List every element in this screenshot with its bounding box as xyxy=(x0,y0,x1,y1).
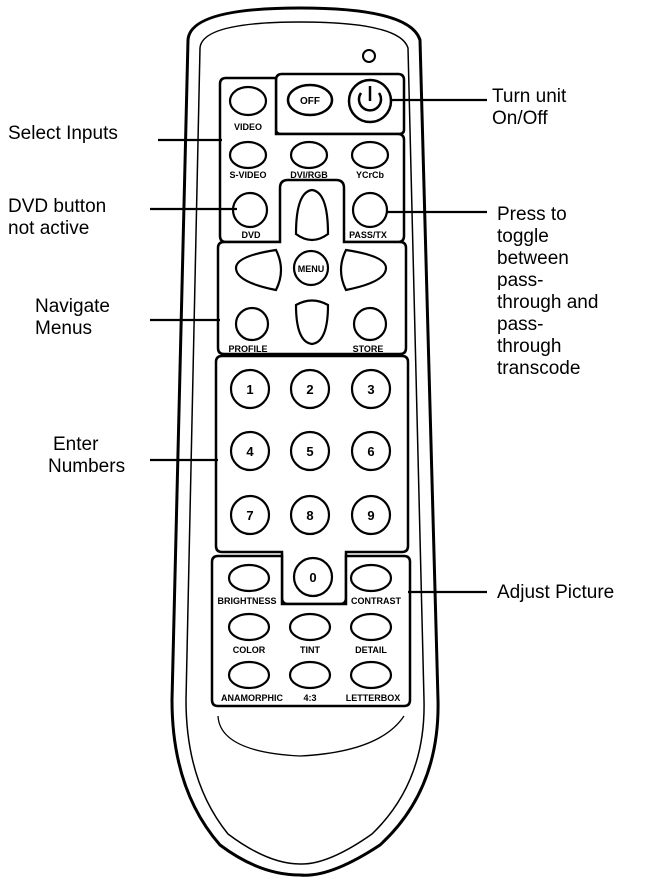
remote-lower-panel xyxy=(217,715,405,757)
power-icon xyxy=(357,86,383,112)
svideo-label: S-VIDEO xyxy=(229,170,266,180)
callout-line: Enter xyxy=(53,434,99,455)
number-label: 2 xyxy=(306,382,313,397)
tint-button[interactable]: TINT xyxy=(288,612,332,655)
callout-navigate: Navigate Menus xyxy=(35,296,110,340)
nav-right-button[interactable] xyxy=(339,248,388,292)
detail-button[interactable]: DETAIL xyxy=(349,612,393,655)
callout-line: pass- xyxy=(497,270,544,291)
power-button[interactable] xyxy=(347,78,393,124)
pass-tx-button[interactable]: PASS/TX xyxy=(349,191,389,240)
pass-tx-label: PASS/TX xyxy=(349,230,387,240)
ir-indicator xyxy=(362,49,376,63)
brightness-button[interactable]: BRIGHTNESS xyxy=(217,563,277,606)
dvirgb-button[interactable]: DVI/RGB xyxy=(289,140,328,180)
number-label: 5 xyxy=(306,444,313,459)
ycrcb-button[interactable]: YCrCb xyxy=(350,140,390,180)
color-label: COLOR xyxy=(233,645,266,655)
number-label: 9 xyxy=(367,508,374,523)
callout-turn-unit: Turn unit On/Off xyxy=(492,86,566,130)
callout-adjust-picture: Adjust Picture xyxy=(497,582,614,604)
dvirgb-label: DVI/RGB xyxy=(290,170,328,180)
callout-line: toggle xyxy=(497,226,549,247)
remote-inner-outline xyxy=(185,21,425,865)
anamorphic-button[interactable]: ANAMORPHIC xyxy=(221,660,283,703)
menu-label: MENU xyxy=(298,264,325,274)
menu-button[interactable]: MENU xyxy=(292,249,330,287)
anamorphic-label: ANAMORPHIC xyxy=(221,693,283,703)
nav-down-button[interactable] xyxy=(294,299,330,346)
ycrcb-label: YCrCb xyxy=(356,170,385,180)
callout-line: Adjust Picture xyxy=(497,582,615,603)
number-label: 6 xyxy=(367,444,374,459)
brightness-label: BRIGHTNESS xyxy=(217,596,276,606)
number-button-3[interactable]: 3 xyxy=(350,368,392,410)
store-label: STORE xyxy=(353,344,384,354)
callout-line: On/Off xyxy=(492,108,548,129)
callout-line: transcode xyxy=(497,358,581,379)
number-button-0[interactable]: 0 xyxy=(292,556,334,598)
number-button-1[interactable]: 1 xyxy=(229,368,271,410)
number-button-4[interactable]: 4 xyxy=(229,430,271,472)
off-label: OFF xyxy=(300,96,320,107)
video-button[interactable]: VIDEO xyxy=(228,85,268,132)
callout-press-toggle: Press to toggle between pass- through an… xyxy=(497,204,598,380)
number-label: 4 xyxy=(246,444,254,459)
callout-line: between xyxy=(497,248,569,269)
number-button-7[interactable]: 7 xyxy=(229,494,271,536)
number-label: 1 xyxy=(246,382,253,397)
letterbox-label: LETTERBOX xyxy=(346,693,401,703)
callout-line: Navigate xyxy=(35,296,110,317)
number-button-2[interactable]: 2 xyxy=(289,368,331,410)
callout-line: through xyxy=(497,336,562,357)
callout-line: DVD button xyxy=(8,196,107,217)
number-button-6[interactable]: 6 xyxy=(350,430,392,472)
video-label: VIDEO xyxy=(234,122,262,132)
nav-left-button[interactable] xyxy=(234,248,283,292)
number-button-9[interactable]: 9 xyxy=(350,494,392,536)
number-button-5[interactable]: 5 xyxy=(289,430,331,472)
number-label: 3 xyxy=(367,382,374,397)
callout-enter: Enter Numbers xyxy=(48,434,125,478)
callout-line: through and xyxy=(497,292,599,313)
callout-line: not active xyxy=(8,218,90,239)
callout-line: pass- xyxy=(497,314,544,335)
callout-select-inputs: Select Inputs xyxy=(8,123,118,145)
number-label: 8 xyxy=(306,508,313,523)
number-label: 0 xyxy=(309,570,316,585)
svideo-button[interactable]: S-VIDEO xyxy=(228,140,268,180)
ratio-4-3-label: 4:3 xyxy=(303,693,316,703)
callout-line: Press to xyxy=(497,204,567,225)
store-button[interactable]: STORE xyxy=(353,306,388,354)
contrast-label: CONTRAST xyxy=(351,596,401,606)
detail-label: DETAIL xyxy=(355,645,387,655)
letterbox-button[interactable]: LETTERBOX xyxy=(346,660,401,703)
off-button[interactable]: OFF xyxy=(286,83,334,117)
callout-line: Select Inputs xyxy=(8,123,118,144)
color-button[interactable]: COLOR xyxy=(227,612,271,655)
number-label: 7 xyxy=(246,508,253,523)
callout-dvd: DVD button not active xyxy=(8,196,106,240)
callout-line: Numbers xyxy=(48,456,126,477)
nav-up-button[interactable] xyxy=(294,188,330,242)
profile-button[interactable]: PROFILE xyxy=(228,306,270,354)
ratio-4-3-button[interactable]: 4:3 xyxy=(288,660,332,703)
callout-line: Turn unit xyxy=(492,86,567,107)
contrast-button[interactable]: CONTRAST xyxy=(349,563,401,606)
dvd-label: DVD xyxy=(241,230,261,240)
tint-label: TINT xyxy=(300,645,320,655)
profile-label: PROFILE xyxy=(228,344,267,354)
number-button-8[interactable]: 8 xyxy=(289,494,331,536)
callout-line: Menus xyxy=(35,318,93,339)
